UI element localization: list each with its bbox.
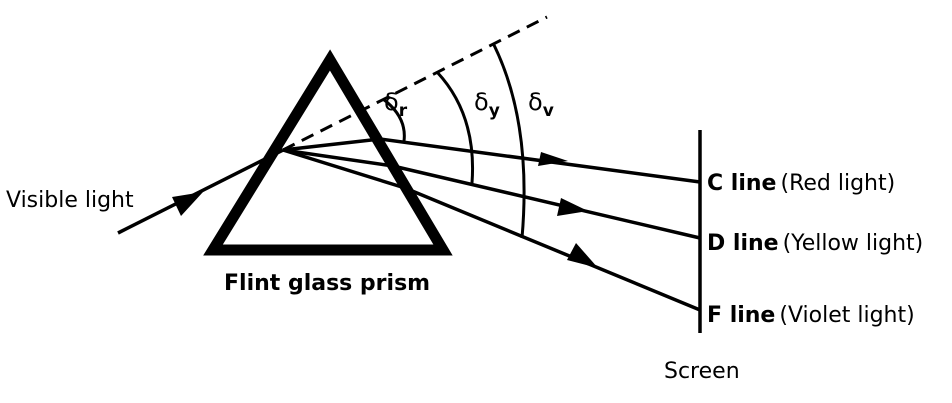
undeviated-extension-dashed — [282, 15, 548, 152]
violet-ray-arrowhead — [567, 243, 598, 268]
incident-ray — [117, 148, 284, 235]
line-desc-f: (Violet light) — [779, 303, 914, 328]
screen-label: Screen — [664, 359, 740, 384]
line-name-c: C line — [707, 171, 776, 196]
angle-arc-red — [382, 97, 406, 142]
line-name-f: F line — [707, 303, 775, 328]
incident-ray-arrowhead — [172, 192, 203, 216]
spectral-line-label-f: F line(Violet light) — [707, 303, 915, 328]
red-ray-arrowhead — [538, 152, 568, 166]
angle-label-yellow: δy — [474, 88, 500, 121]
angle-label-violet: δv — [528, 88, 554, 121]
spectral-line-label-d: D line(Yellow light) — [707, 231, 923, 256]
red-ray — [282, 137, 701, 184]
line-name-d: D line — [707, 231, 779, 256]
line-desc-d: (Yellow light) — [783, 231, 924, 256]
yellow-ray — [282, 148, 701, 240]
angle-arc-yellow — [435, 70, 475, 184]
angle-arc-violet — [492, 44, 526, 239]
angle-label-red: δr — [384, 88, 408, 121]
line-desc-c: (Red light) — [780, 171, 895, 196]
incident-light-label: Visible light — [6, 188, 134, 213]
prism-label: Flint glass prism — [224, 271, 430, 296]
violet-ray — [282, 148, 701, 312]
yellow-ray-arrowhead — [557, 198, 588, 216]
spectral-line-label-c: C line(Red light) — [707, 171, 895, 196]
